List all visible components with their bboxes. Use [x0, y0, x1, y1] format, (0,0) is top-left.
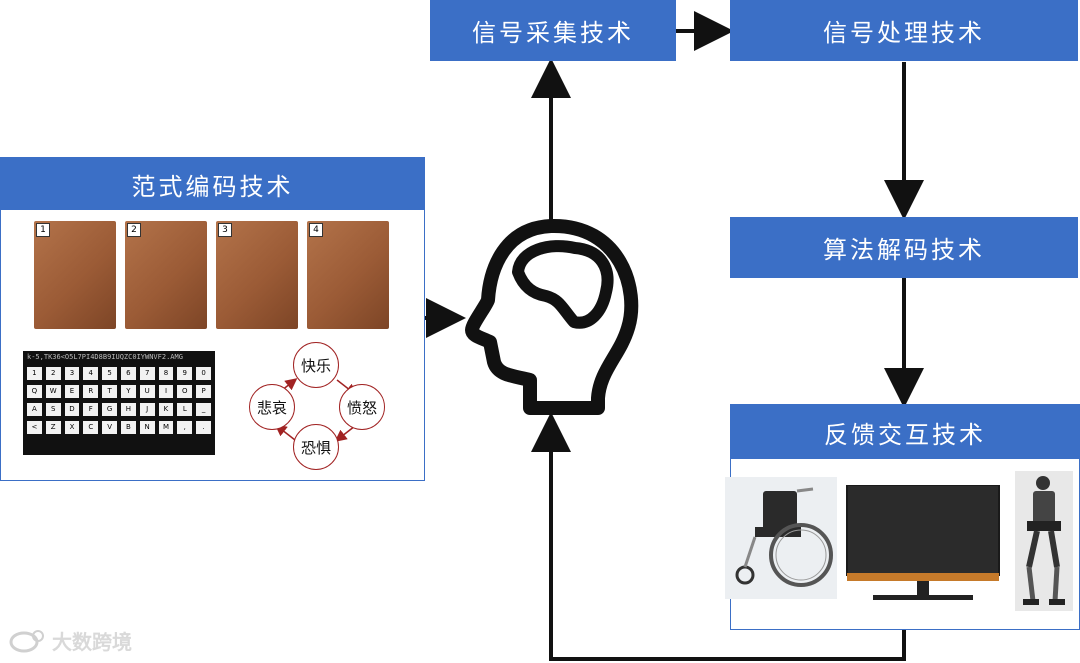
keyboard-key: Y — [120, 385, 136, 398]
keyboard-key: O — [177, 385, 193, 398]
keyboard-key: 2 — [45, 367, 61, 380]
keyboard-key: M — [158, 421, 174, 434]
keyboard-key: T — [102, 385, 117, 398]
keyboard-key: 1 — [27, 367, 42, 380]
keyboard-key: F — [83, 403, 99, 416]
emotion-sad: 悲哀 — [249, 384, 295, 430]
paradigm-encoding-panel: 范式编码技术 1 2 3 4 k-5,TK36<O5L7PI4D8B9IUQZC… — [0, 157, 425, 481]
keyboard-key: S — [45, 403, 61, 416]
algorithm-decoding-box: 算法解码技术 — [730, 217, 1078, 278]
gesture-image-3: 3 — [216, 221, 298, 329]
gesture-image-2: 2 — [125, 221, 207, 329]
head-brain-icon — [465, 218, 639, 415]
keyboard-key: K — [158, 403, 174, 416]
feedback-interaction-label: 反馈交互技术 — [824, 420, 986, 449]
keyboard-key: N — [139, 421, 155, 434]
keyboard-key: J — [139, 403, 155, 416]
keyboard-key: _ — [196, 403, 211, 416]
keyboard-key: 0 — [196, 367, 211, 380]
keyboard-key: L — [177, 403, 193, 416]
monitor-image — [846, 485, 1000, 600]
keyboard-key: R — [83, 385, 99, 398]
weibo-logo-icon — [9, 630, 44, 653]
keyboard-row: A S D F G H J K L _ — [23, 401, 215, 419]
exoskeleton-image — [1015, 471, 1073, 611]
keyboard-key: , — [177, 421, 193, 434]
keyboard-key: 9 — [177, 367, 193, 380]
emotion-happy: 快乐 — [293, 342, 339, 388]
keyboard-key: 3 — [64, 367, 80, 380]
signal-acquisition-label: 信号采集技术 — [472, 19, 634, 47]
keyboard-key: I — [158, 385, 174, 398]
keyboard-key: G — [102, 403, 117, 416]
keyboard-key: . — [196, 421, 211, 434]
keyboard-key: X — [64, 421, 80, 434]
keyboard-key: 7 — [139, 367, 155, 380]
emotion-cycle-arrows — [274, 378, 358, 442]
watermark: 大数跨境 — [8, 625, 132, 655]
gesture-number: 2 — [127, 223, 141, 237]
paradigm-encoding-label: 范式编码技术 — [131, 172, 294, 201]
watermark-text: 大数跨境 — [52, 629, 132, 654]
signal-processing-box: 信号处理技术 — [730, 0, 1078, 61]
speller-readout: k-5,TK36<O5L7PI4D8B9IUQZC0IYWNVF2.AMG — [27, 353, 183, 361]
keyboard-key: 8 — [158, 367, 174, 380]
gesture-number: 4 — [309, 223, 323, 237]
paradigm-encoding-header: 范式编码技术 — [1, 158, 424, 210]
keyboard-row: 1 2 3 4 5 6 7 8 9 0 — [23, 365, 215, 383]
feedback-interaction-panel: 反馈交互技术 — [725, 404, 1080, 630]
keyboard-key: Z — [45, 421, 61, 434]
gesture-number: 3 — [218, 223, 232, 237]
keyboard-key: H — [120, 403, 136, 416]
signal-processing-label: 信号处理技术 — [823, 19, 985, 47]
emotion-angry: 愤怒 — [339, 384, 385, 430]
keyboard-key: A — [27, 403, 42, 416]
keyboard-key: Q — [27, 385, 42, 398]
gesture-number: 1 — [36, 223, 50, 237]
keyboard-key: E — [64, 385, 80, 398]
keyboard-key: 5 — [102, 367, 117, 380]
keyboard-key: B — [120, 421, 136, 434]
gesture-image-1: 1 — [34, 221, 116, 329]
keyboard-key: P — [196, 385, 211, 398]
keyboard-key: C — [83, 421, 99, 434]
keyboard-key: V — [102, 421, 117, 434]
keyboard-key: U — [139, 385, 155, 398]
emotion-fear: 恐惧 — [293, 424, 339, 470]
keyboard-key: 6 — [120, 367, 136, 380]
arrow-feedback-to-head — [531, 412, 906, 661]
keyboard-key: 4 — [83, 367, 99, 380]
speller-keyboard: k-5,TK36<O5L7PI4D8B9IUQZC0IYWNVF2.AMG 1 … — [23, 351, 215, 455]
wheelchair-image — [725, 477, 837, 599]
keyboard-key: D — [64, 403, 80, 416]
keyboard-key: < — [27, 421, 42, 434]
keyboard-key: W — [45, 385, 61, 398]
signal-acquisition-box: 信号采集技术 — [430, 0, 676, 61]
keyboard-row: < Z X C V B N M , . — [23, 419, 215, 437]
keyboard-row: Q W E R T Y U I O P — [23, 383, 215, 401]
gesture-image-4: 4 — [307, 221, 389, 329]
feedback-interaction-header: 反馈交互技术 — [731, 405, 1079, 459]
algorithm-decoding-label: 算法解码技术 — [823, 236, 985, 264]
